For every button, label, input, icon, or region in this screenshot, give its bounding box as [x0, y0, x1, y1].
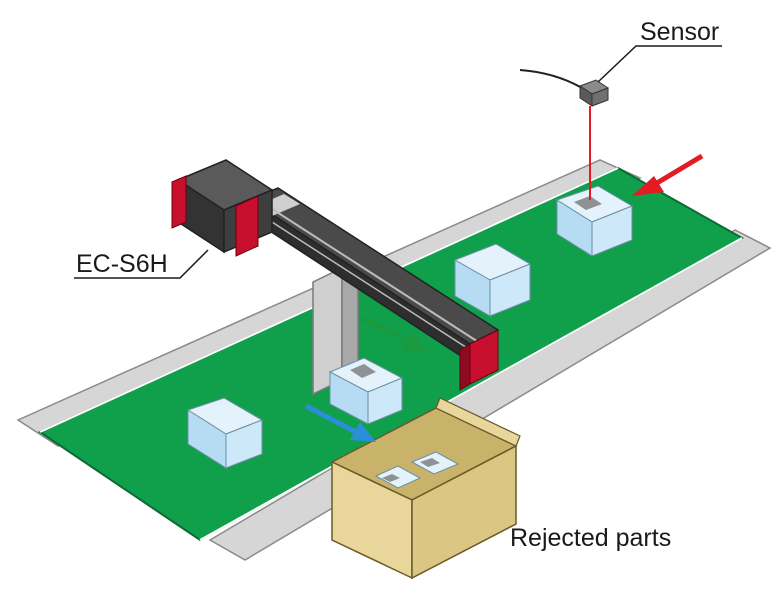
rejected-part	[374, 465, 422, 489]
part-box	[186, 397, 264, 469]
sensor-label: Sensor	[640, 18, 719, 46]
rejected-part	[410, 451, 460, 475]
part-box-inspected	[555, 185, 634, 257]
actuator-label: EC-S6H	[76, 250, 168, 278]
sensor-leader-line	[597, 45, 722, 83]
arrow-blue-icon	[304, 403, 376, 442]
sensor	[519, 69, 610, 200]
actuator-ec-s6h	[171, 159, 500, 391]
arrow-red-icon	[632, 153, 704, 196]
part-box	[453, 243, 532, 317]
belt-edge-line	[199, 237, 743, 541]
part-box-rejected	[328, 357, 404, 425]
reject-bin	[330, 397, 521, 580]
rejected-parts-label: Rejected parts	[510, 524, 671, 552]
sensor-cable	[519, 69, 583, 89]
actuator-leader-line	[74, 249, 209, 279]
arrow-green-icon	[360, 315, 428, 352]
